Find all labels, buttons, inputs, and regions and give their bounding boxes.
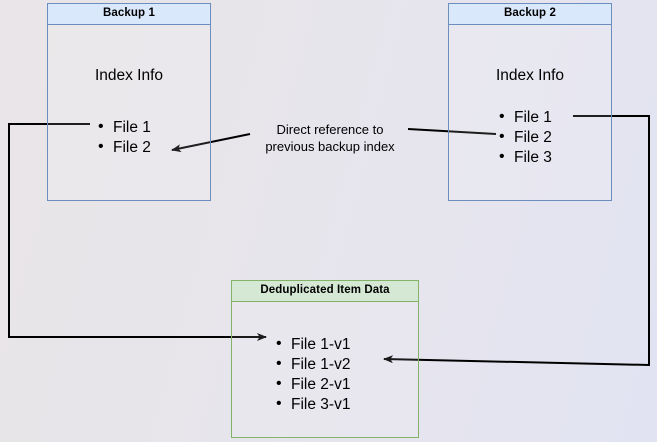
backup-2-body: Index Info File 1 File 2 File 3 bbox=[449, 25, 611, 200]
backup-1-body: Index Info File 1 File 2 bbox=[48, 25, 210, 200]
backup-2-file-list: File 1 File 2 File 3 bbox=[497, 107, 552, 168]
backup-1-index-label: Index Info bbox=[94, 67, 164, 84]
list-item: File 2-v1 bbox=[274, 374, 350, 395]
caption-line-1: Direct reference to bbox=[276, 122, 384, 137]
list-item: File 2 bbox=[497, 127, 552, 148]
list-item: File 3 bbox=[497, 147, 552, 168]
dedup-body: File 1-v1 File 1-v2 File 2-v1 File 3-v1 bbox=[232, 302, 418, 437]
deduplicated-item-data-box[interactable]: Deduplicated Item Data File 1-v1 File 1-… bbox=[231, 280, 419, 438]
backup-1-file-list: File 1 File 2 bbox=[96, 117, 151, 158]
list-item: File 3-v1 bbox=[274, 394, 350, 415]
backup-1-header: Backup 1 bbox=[48, 4, 210, 25]
list-item: File 1 bbox=[96, 117, 151, 138]
dedup-item-list: File 1-v1 File 1-v2 File 2-v1 File 3-v1 bbox=[274, 334, 350, 415]
dedup-header: Deduplicated Item Data bbox=[232, 281, 418, 302]
backup-2-index-label: Index Info bbox=[495, 67, 565, 84]
list-item: File 1-v1 bbox=[274, 334, 350, 355]
caption-line-2: previous backup index bbox=[265, 139, 395, 154]
list-item: File 1-v2 bbox=[274, 354, 350, 375]
direct-reference-caption: Direct reference to previous backup inde… bbox=[250, 121, 410, 155]
list-item: File 2 bbox=[96, 137, 151, 158]
list-item: File 1 bbox=[497, 107, 552, 128]
backup-1-box[interactable]: Backup 1 Index Info File 1 File 2 bbox=[47, 3, 211, 201]
backup-2-box[interactable]: Backup 2 Index Info File 1 File 2 File 3 bbox=[448, 3, 612, 201]
backup-2-header: Backup 2 bbox=[449, 4, 611, 25]
